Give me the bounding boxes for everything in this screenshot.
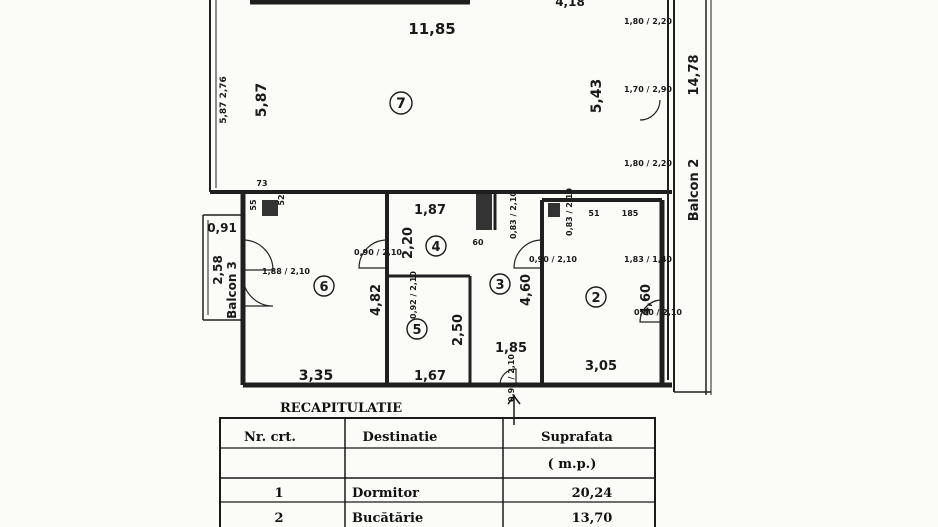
header-nr: Nr. crt. bbox=[244, 430, 296, 445]
row-2-destinatie: Bucătărie bbox=[352, 511, 423, 526]
door-note-room4: 0,90 / 2,10 bbox=[354, 248, 402, 257]
room-7-top-right: 4,18 bbox=[555, 0, 585, 9]
row-2-suprafata: 13,70 bbox=[572, 511, 613, 526]
row-1-destinatie: Dormitor bbox=[352, 486, 419, 501]
summary-title: RECAPITULATIE bbox=[280, 401, 402, 416]
header-suprafata: Suprafata bbox=[541, 430, 613, 445]
room-7-width: 11,85 bbox=[408, 20, 455, 38]
room-number-circles bbox=[313, 91, 607, 340]
mark-51: 51 bbox=[588, 209, 600, 218]
mark-55: 55 bbox=[249, 199, 258, 211]
room-4-width: 1,87 bbox=[414, 203, 446, 218]
room-7-left: 5,87 bbox=[254, 83, 270, 118]
summary-table-grid bbox=[219, 417, 656, 527]
balcony-2-label: Balcon 2 bbox=[687, 159, 702, 222]
balcony-3-length: 2,58 bbox=[211, 255, 225, 285]
door-note-room3-b: 0,83 / 2,10 bbox=[565, 188, 574, 236]
balcony-3-width: 0,91 bbox=[207, 221, 237, 235]
mark-52: 52 bbox=[277, 194, 286, 205]
balcony-3-label: Balcon 3 bbox=[225, 261, 239, 319]
balcony-2-length: 14,78 bbox=[687, 54, 702, 95]
room-6-width: 3,35 bbox=[299, 368, 334, 384]
header-unit: ( m.p.) bbox=[548, 457, 597, 472]
room-6-height: 4,82 bbox=[369, 284, 384, 316]
room-7-wall-note: 5,87 2,76 bbox=[219, 76, 229, 124]
window-note-1: 1,80 / 2,20 bbox=[624, 17, 672, 26]
entrance-arrow bbox=[507, 394, 521, 425]
room-2-height: 4,60 bbox=[639, 284, 654, 316]
row-2-nr: 2 bbox=[274, 511, 283, 526]
window-note-2: 1,70 / 2,90 bbox=[624, 85, 672, 94]
window-note-room2: 1,83 / 1,40 bbox=[624, 255, 672, 264]
room-6-number: 6 bbox=[319, 280, 328, 295]
door-note-room2: 0,90 / 2,10 bbox=[529, 255, 577, 264]
row-1-suprafata: 20,24 bbox=[572, 486, 613, 501]
pillars bbox=[262, 194, 560, 230]
room-3-width: 1,85 bbox=[495, 341, 527, 356]
room-4-height: 2,20 bbox=[401, 227, 416, 259]
door-swings bbox=[242, 99, 663, 386]
door-note-room5: 0,92 / 2,10 bbox=[409, 271, 418, 319]
door-note-room3-a: 0,83 / 2,10 bbox=[509, 191, 518, 239]
mark-185: 185 bbox=[622, 209, 639, 218]
door-note-entrance: 0,93 / 2,10 bbox=[507, 354, 516, 402]
window-note-3: 1,80 / 2,20 bbox=[624, 159, 672, 168]
room-5-number: 5 bbox=[412, 323, 421, 338]
room-3-height: 4,60 bbox=[519, 274, 534, 306]
room-2-width: 3,05 bbox=[585, 359, 617, 374]
room-5-height: 2,50 bbox=[451, 314, 466, 346]
room-7-number: 7 bbox=[396, 96, 406, 112]
room-7-right: 5,43 bbox=[589, 79, 605, 114]
row-1-nr: 1 bbox=[274, 486, 283, 501]
door-note-room2-right: 0,80 / 2,10 bbox=[634, 308, 682, 317]
room-3-number: 3 bbox=[495, 278, 504, 293]
room-4-number: 4 bbox=[431, 240, 440, 255]
room-5-width: 1,67 bbox=[414, 369, 446, 384]
mark-60: 60 bbox=[472, 238, 484, 247]
mark-73: 73 bbox=[256, 179, 267, 188]
room-2-number: 2 bbox=[591, 291, 600, 306]
window-note-room6: 1,88 / 2,10 bbox=[262, 267, 310, 276]
walls bbox=[202, 0, 712, 395]
header-destinatie: Destinatie bbox=[363, 430, 438, 445]
